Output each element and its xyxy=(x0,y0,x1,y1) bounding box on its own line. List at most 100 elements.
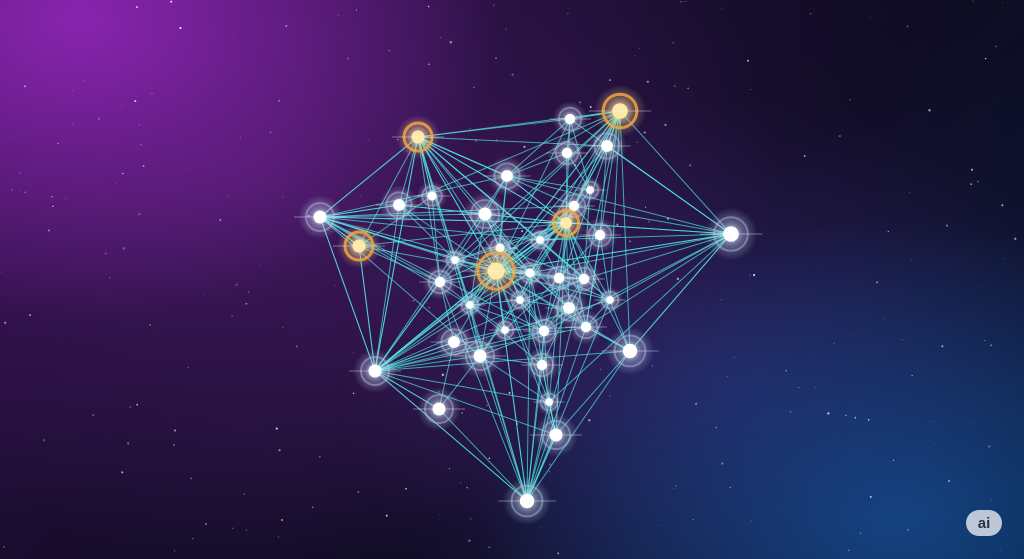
background-star xyxy=(930,420,932,422)
background-star xyxy=(751,520,752,522)
background-star xyxy=(97,117,101,120)
network-edge xyxy=(526,350,631,502)
background-star xyxy=(359,195,361,197)
background-star xyxy=(749,89,751,90)
background-star xyxy=(729,486,731,489)
background-star xyxy=(814,386,816,388)
background-star xyxy=(29,314,32,317)
background-star xyxy=(285,25,288,27)
background-star xyxy=(1001,204,1004,207)
background-star xyxy=(47,229,50,232)
highlighted-node xyxy=(588,84,652,138)
background-star xyxy=(469,518,472,520)
background-star xyxy=(136,403,139,406)
background-star xyxy=(741,178,743,180)
background-star xyxy=(833,342,835,345)
background-star xyxy=(945,224,949,227)
background-star xyxy=(646,80,649,83)
background-star xyxy=(187,367,189,369)
background-star xyxy=(680,0,682,3)
background-star xyxy=(355,9,358,11)
background-star xyxy=(672,42,674,44)
network-node xyxy=(565,309,607,345)
background-star xyxy=(941,345,944,348)
network-edge xyxy=(374,204,400,372)
network-node xyxy=(498,476,556,526)
background-star xyxy=(588,419,591,422)
background-star xyxy=(142,165,145,167)
background-star xyxy=(994,45,997,48)
ai-badge-label: ai xyxy=(977,514,991,532)
network-edge xyxy=(319,216,376,372)
background-star xyxy=(488,546,491,549)
background-star xyxy=(638,47,640,49)
network-edge xyxy=(374,350,631,372)
background-star xyxy=(24,191,27,194)
background-star xyxy=(252,421,254,423)
background-star xyxy=(428,306,431,309)
background-star xyxy=(347,57,350,60)
background-star xyxy=(990,344,992,346)
background-star xyxy=(809,12,812,15)
background-star xyxy=(473,86,475,89)
network-edge xyxy=(374,278,585,372)
background-star xyxy=(412,300,415,302)
background-star xyxy=(460,482,462,484)
background-star xyxy=(18,172,21,175)
background-star xyxy=(847,549,850,552)
background-star xyxy=(468,539,471,542)
network-edge xyxy=(619,110,732,235)
network-edge xyxy=(374,370,528,502)
background-star xyxy=(302,114,304,116)
background-star xyxy=(508,391,511,394)
network-node xyxy=(594,286,626,314)
background-star xyxy=(859,532,862,534)
network-node xyxy=(349,349,401,393)
background-star xyxy=(272,534,274,535)
network-edge xyxy=(495,270,528,502)
background-star xyxy=(139,143,142,146)
background-star xyxy=(281,519,283,521)
highlighted-node xyxy=(542,203,590,243)
background-star xyxy=(658,524,660,526)
background-star xyxy=(540,526,542,528)
background-star xyxy=(689,164,692,167)
background-star xyxy=(115,183,116,184)
background-star xyxy=(4,321,7,324)
network-edge xyxy=(417,118,571,138)
background-star xyxy=(579,101,582,104)
background-star xyxy=(0,271,1,274)
network-edge xyxy=(417,136,541,241)
background-star xyxy=(57,142,59,145)
network-edge xyxy=(573,205,732,235)
background-star xyxy=(567,12,569,15)
background-star xyxy=(984,57,987,60)
background-star xyxy=(134,100,137,103)
network-node xyxy=(454,291,486,319)
background-star xyxy=(243,493,246,495)
background-star xyxy=(798,386,800,388)
background-star xyxy=(675,485,677,487)
background-star xyxy=(129,406,132,409)
background-star xyxy=(901,339,903,341)
background-star xyxy=(245,302,248,305)
network-edge xyxy=(319,205,575,218)
background-star xyxy=(190,477,192,480)
background-star xyxy=(51,196,53,198)
background-star xyxy=(296,345,298,348)
network-node xyxy=(521,347,563,383)
background-star xyxy=(589,106,592,108)
network-node xyxy=(579,217,621,253)
background-star xyxy=(1014,237,1017,240)
background-star xyxy=(599,368,602,371)
background-star xyxy=(827,412,830,415)
background-star xyxy=(52,205,54,208)
background-star xyxy=(876,281,879,284)
background-star xyxy=(122,172,124,175)
background-star xyxy=(988,445,991,448)
background-star xyxy=(192,538,194,540)
network-node xyxy=(524,226,556,254)
background-star xyxy=(892,459,895,461)
background-star xyxy=(278,449,281,452)
